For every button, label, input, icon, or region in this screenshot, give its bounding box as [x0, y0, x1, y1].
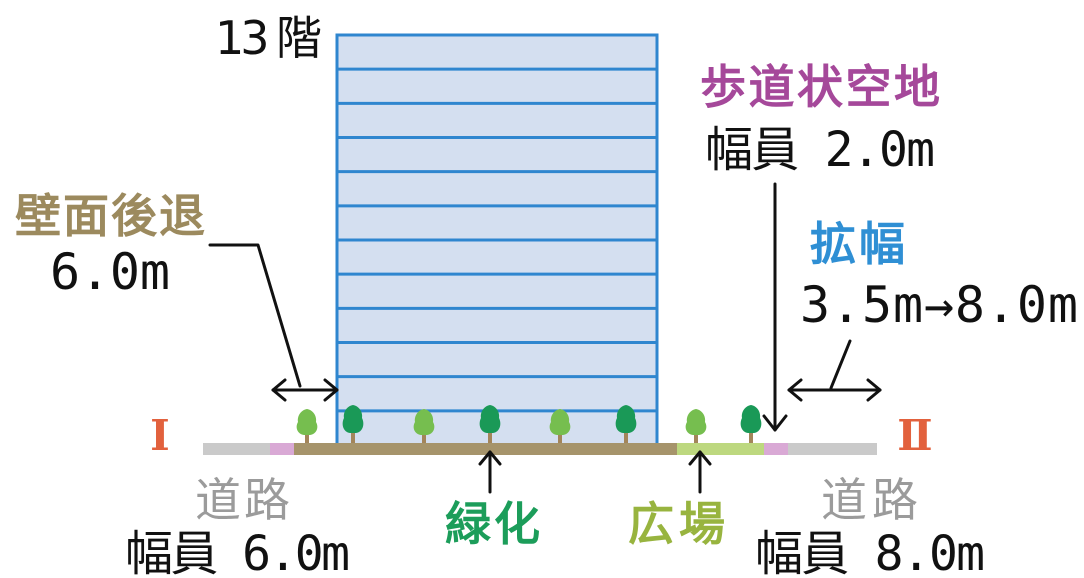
road-right-title: 道路: [821, 473, 918, 527]
plaza-segment: [677, 443, 764, 455]
tree-crown: [615, 405, 637, 433]
building: [335, 33, 659, 447]
sidewalk-left-segment: [270, 443, 294, 455]
widening-width: 3.5m→8.0m: [800, 276, 1078, 334]
arrowhead-up-icon: [688, 450, 712, 466]
tree-icon: [615, 405, 637, 443]
tree-trunk: [422, 428, 426, 443]
plaza-title: 広場: [628, 497, 725, 551]
building-floors-label: 13 階: [215, 11, 322, 65]
tree-trunk: [351, 426, 355, 443]
tree-trunk: [749, 426, 753, 443]
road-left-title: 道路: [195, 473, 290, 527]
tree-trunk: [694, 428, 698, 443]
plaza-pointer-arrow: [688, 450, 712, 494]
tree-icon: [479, 405, 501, 443]
setback-dimension-arrow: [271, 378, 339, 402]
tree-icon: [413, 409, 435, 443]
sidewalk-space-segment: [764, 443, 788, 455]
greenery-title: 緑化: [445, 497, 540, 551]
sidewalk-space-pointer-arrow: [762, 182, 788, 432]
arrowhead-up-icon: [478, 450, 502, 466]
sidewalk-space-width: 幅員 2.0m: [705, 122, 935, 178]
arrowhead-left-icon: [787, 378, 803, 402]
arrowhead-down-icon: [762, 414, 788, 432]
tree-crown: [740, 405, 762, 433]
section-marker-left: Ⅰ: [150, 411, 170, 460]
setback-greenery-segment: [294, 443, 677, 455]
tree-icon: [685, 409, 707, 443]
widening-dimension-arrow: [787, 378, 882, 402]
tree-trunk: [305, 428, 309, 443]
widening-leader-line: [829, 339, 852, 390]
setback-width: 6.0m: [50, 243, 170, 301]
tree-trunk: [624, 426, 628, 443]
setback-leader-line: [208, 243, 302, 388]
arrowhead-right-icon: [866, 378, 882, 402]
road-right-width: 幅員 8.0m: [755, 526, 985, 578]
ground-strip: [203, 443, 877, 455]
tree-icon: [342, 405, 364, 443]
tree-crown: [296, 409, 318, 435]
tree-icon: [296, 409, 318, 443]
setback-title: 壁面後退: [15, 189, 205, 243]
section-marker-right: Ⅱ: [897, 411, 932, 460]
tree-crown: [549, 409, 571, 435]
road-right-segment: [788, 443, 877, 455]
arrowhead-left-icon: [271, 378, 287, 402]
road-left-width: 幅員 6.0m: [125, 526, 350, 578]
road-left-segment: [203, 443, 270, 455]
tree-crown: [685, 409, 707, 435]
tree-crown: [479, 405, 501, 433]
tree-crown: [413, 409, 435, 435]
tree-trunk: [558, 428, 562, 443]
tree-crown: [342, 405, 364, 433]
tree-icon: [740, 405, 762, 443]
widening-title: 拡幅: [810, 217, 905, 271]
tree-icon: [549, 409, 571, 443]
arrowhead-right-icon: [323, 378, 339, 402]
sidewalk-space-title: 歩道状空地: [700, 60, 940, 114]
trees: [296, 405, 762, 443]
tree-trunk: [488, 426, 492, 443]
greenery-pointer-arrow: [478, 450, 502, 494]
